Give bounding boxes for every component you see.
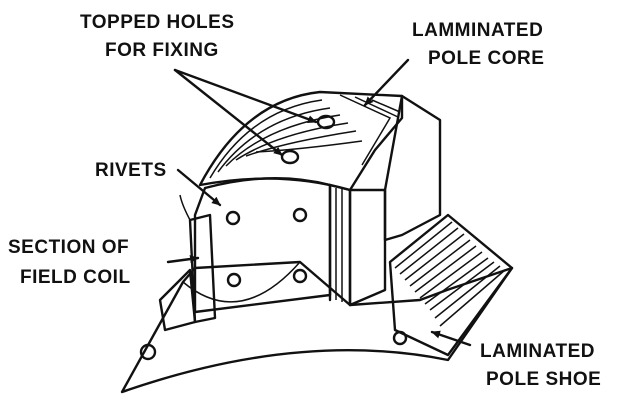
pole-core-block <box>348 94 442 307</box>
leader-arrows <box>166 58 472 347</box>
laminated-pole-shoe <box>388 213 514 357</box>
label-laminated-pole-shoe-2: POLE SHOE <box>486 369 601 390</box>
label-laminated-pole-core-2: POLE CORE <box>428 48 544 69</box>
label-section-field-coil-1: SECTION OF <box>8 237 129 258</box>
arrow-topped-hole-2 <box>173 68 284 157</box>
rivets <box>139 207 408 361</box>
label-laminated-pole-shoe-1: LAMINATED <box>480 341 595 362</box>
label-rivets: RIVETS <box>95 160 167 181</box>
laminated-pole-core <box>198 90 404 192</box>
label-topped-holes-2: FOR FIXING <box>105 40 219 61</box>
label-laminated-pole-core-1: LAMMINATED <box>412 20 543 41</box>
arrow-pole-shoe <box>430 330 472 347</box>
arrow-field-coil <box>166 255 200 264</box>
label-topped-holes-1: TOPPED HOLES <box>80 12 235 33</box>
arrow-topped-hole-1 <box>173 68 318 124</box>
tapped-holes <box>280 114 336 165</box>
label-section-field-coil-2: FIELD COIL <box>20 267 131 288</box>
field-coil-section <box>158 194 217 332</box>
arrow-pole-core <box>363 58 410 107</box>
arrow-rivets <box>176 168 222 207</box>
pole-body <box>193 177 352 314</box>
